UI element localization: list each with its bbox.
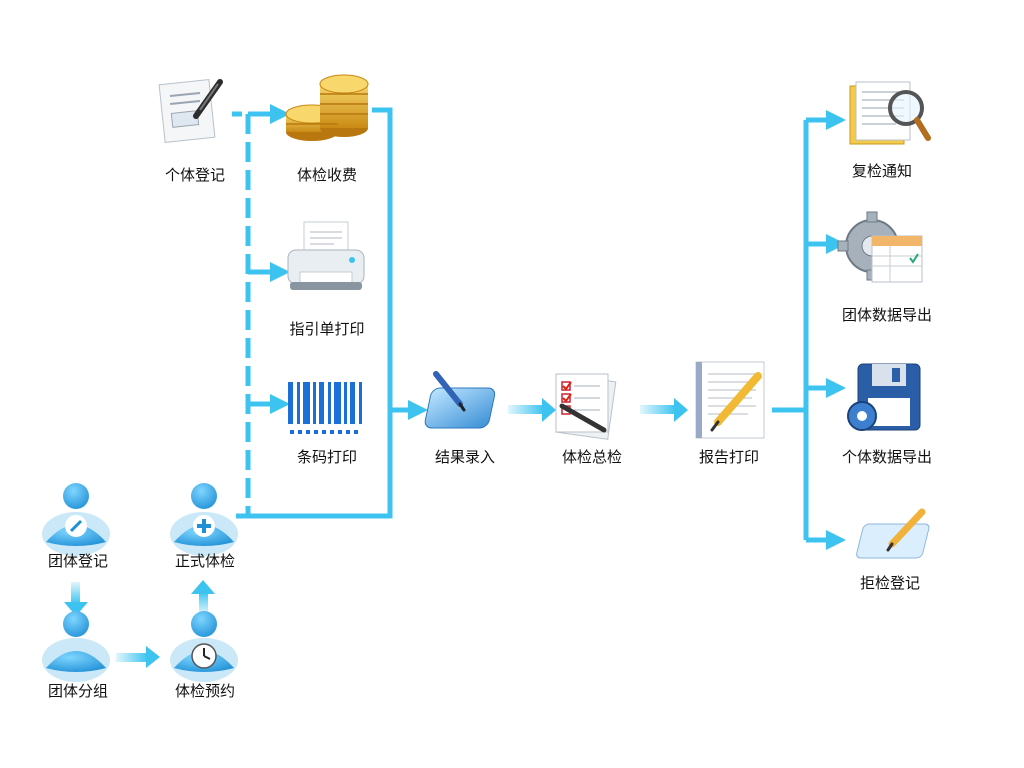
label-result-entry: 结果录入 (435, 448, 495, 466)
arrowhead-grouping (64, 602, 88, 616)
label-recheck-notice: 复检通知 (852, 162, 912, 180)
label-exam-review: 体检总检 (562, 448, 622, 466)
arrowhead-formal (191, 580, 215, 594)
label-guide-print: 指引单打印 (289, 320, 364, 338)
node-labels: 个体登记 体检收费 指引单打印 条码打印 结果录入 体检总检 报告打印 复检通知… (48, 162, 932, 700)
arrowhead-group-export (826, 234, 846, 254)
arrowhead-refuse (826, 530, 846, 550)
arrow-result-to-review (508, 405, 544, 414)
label-exam-fee: 体检收费 (297, 166, 357, 184)
person-plus-icon (170, 483, 238, 556)
arrowhead-review (542, 398, 556, 422)
label-personal-register: 个体登记 (165, 166, 225, 184)
barcode-icon (288, 382, 362, 434)
arrowhead-report (674, 398, 688, 422)
label-refuse-register: 拒检登记 (860, 574, 920, 592)
person-clock-icon (170, 611, 238, 682)
arrowhead-guide (270, 262, 290, 282)
person-group-icon (42, 611, 110, 682)
label-group-grouping: 团体分组 (48, 682, 108, 700)
arrowhead-result (408, 400, 428, 420)
arrowhead-appointment (146, 646, 160, 668)
arrowhead-personal-export (826, 378, 846, 398)
arrow-heads (270, 104, 846, 550)
arrowhead-barcode (270, 394, 290, 414)
arrowhead-recheck (826, 110, 846, 130)
main-solid-path (236, 107, 393, 519)
document-magnifier-icon (849, 81, 931, 145)
label-barcode-print: 条码打印 (297, 448, 357, 466)
label-report-print: 报告打印 (699, 448, 759, 466)
printer-icon (287, 221, 365, 290)
floppy-gear-icon (847, 363, 921, 431)
flow-lines (232, 107, 828, 543)
arrow-grouping-to-appointment (116, 653, 148, 662)
arrow-register-to-grouping (71, 582, 80, 604)
gold-coins-icon (285, 74, 369, 141)
checklist-pen-icon (555, 373, 617, 440)
document-pencil-icon (695, 361, 765, 439)
gradient-arrows (64, 398, 688, 668)
gear-table-icon (837, 211, 923, 283)
label-group-data-export: 团体数据导出 (842, 306, 932, 324)
label-formal-exam: 正式体检 (175, 552, 235, 570)
person-edit-icon (42, 483, 110, 556)
tablet-pencil-icon (856, 508, 930, 559)
form-pen-icon (158, 78, 223, 144)
label-exam-appointment: 体检预约 (175, 682, 235, 700)
arrowhead-fee (270, 104, 290, 124)
label-personal-data-export: 个体数据导出 (842, 448, 932, 466)
tablet-pen-icon (424, 371, 496, 429)
arrow-appointment-to-formal (199, 592, 208, 614)
label-group-register: 团体登记 (48, 552, 108, 570)
arrow-review-to-report (640, 405, 676, 414)
